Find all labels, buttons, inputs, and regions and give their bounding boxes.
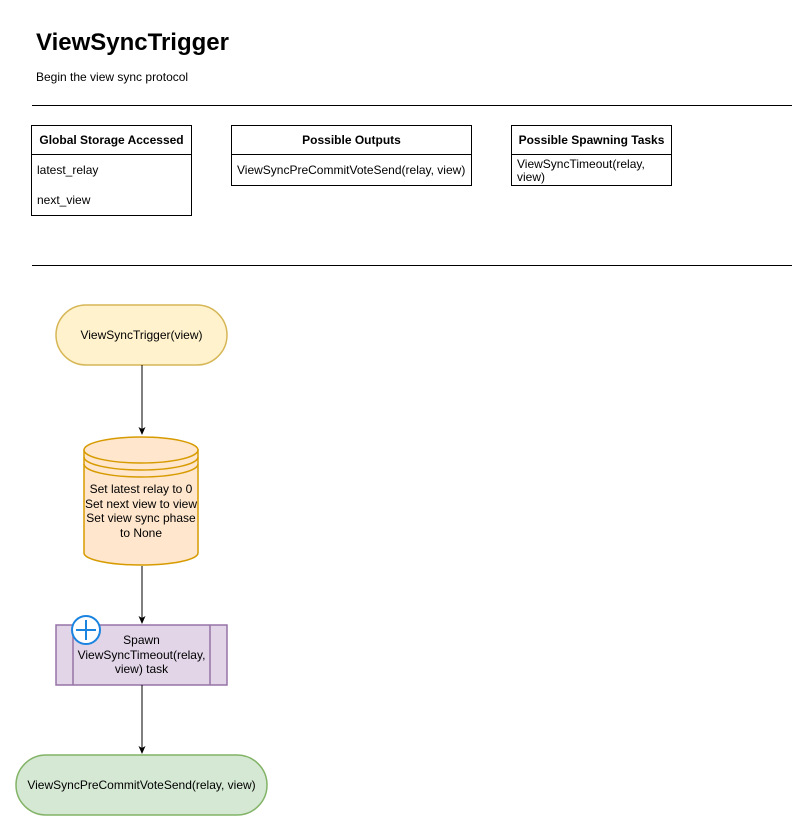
possible-outputs-row: ViewSyncPreCommitVoteSend(relay, view) [237,163,466,177]
global-storage-row-next-view: next_view [37,193,91,207]
spawn-label: Spawn ViewSyncTimeout(relay, view) task [73,625,210,685]
global-storage-row-latest-relay: latest_relay [37,163,99,177]
storage-line-none: to None [119,525,163,540]
page-subtitle: Begin the view sync protocol [36,70,189,84]
global-storage-table: Global Storage Accessed latest_relay nex… [31,125,192,216]
spawn-line-spawn: Spawn [123,633,160,648]
storage-line-phase: Set view sync phase [86,511,196,525]
spawning-tasks-row: ViewSyncTimeout(relay, view) [517,157,645,184]
possible-outputs-table: Possible Outputs ViewSyncPreCommitVoteSe… [231,125,472,186]
storage-line-latest-relay: Set latest relay to 0 [89,482,193,496]
global-storage-header: Global Storage Accessed [32,126,191,155]
storage-line-next-view: Set next view to view [84,496,198,511]
end-label: ViewSyncPreCommitVoteSend(relay, view) [27,777,256,792]
spawning-tasks-header: Possible Spawning Tasks [512,126,671,155]
storage-label: Set latest relay to 0 Set next view to v… [80,476,202,546]
start-label: ViewSyncTrigger(view) [80,327,203,342]
page-title: ViewSyncTrigger [36,29,229,56]
storage-database-shape [83,436,199,566]
plus-circle-icon [71,615,101,645]
possible-outputs-header: Possible Outputs [232,126,471,155]
top-divider [32,105,792,106]
middle-divider [32,265,792,266]
end-terminator [15,754,268,816]
spawn-line-timeout: ViewSyncTimeout(relay, [77,647,206,662]
spawning-tasks-table: Possible Spawning Tasks ViewSyncTimeout(… [511,125,672,186]
spawn-line-task: view) task [114,662,169,677]
